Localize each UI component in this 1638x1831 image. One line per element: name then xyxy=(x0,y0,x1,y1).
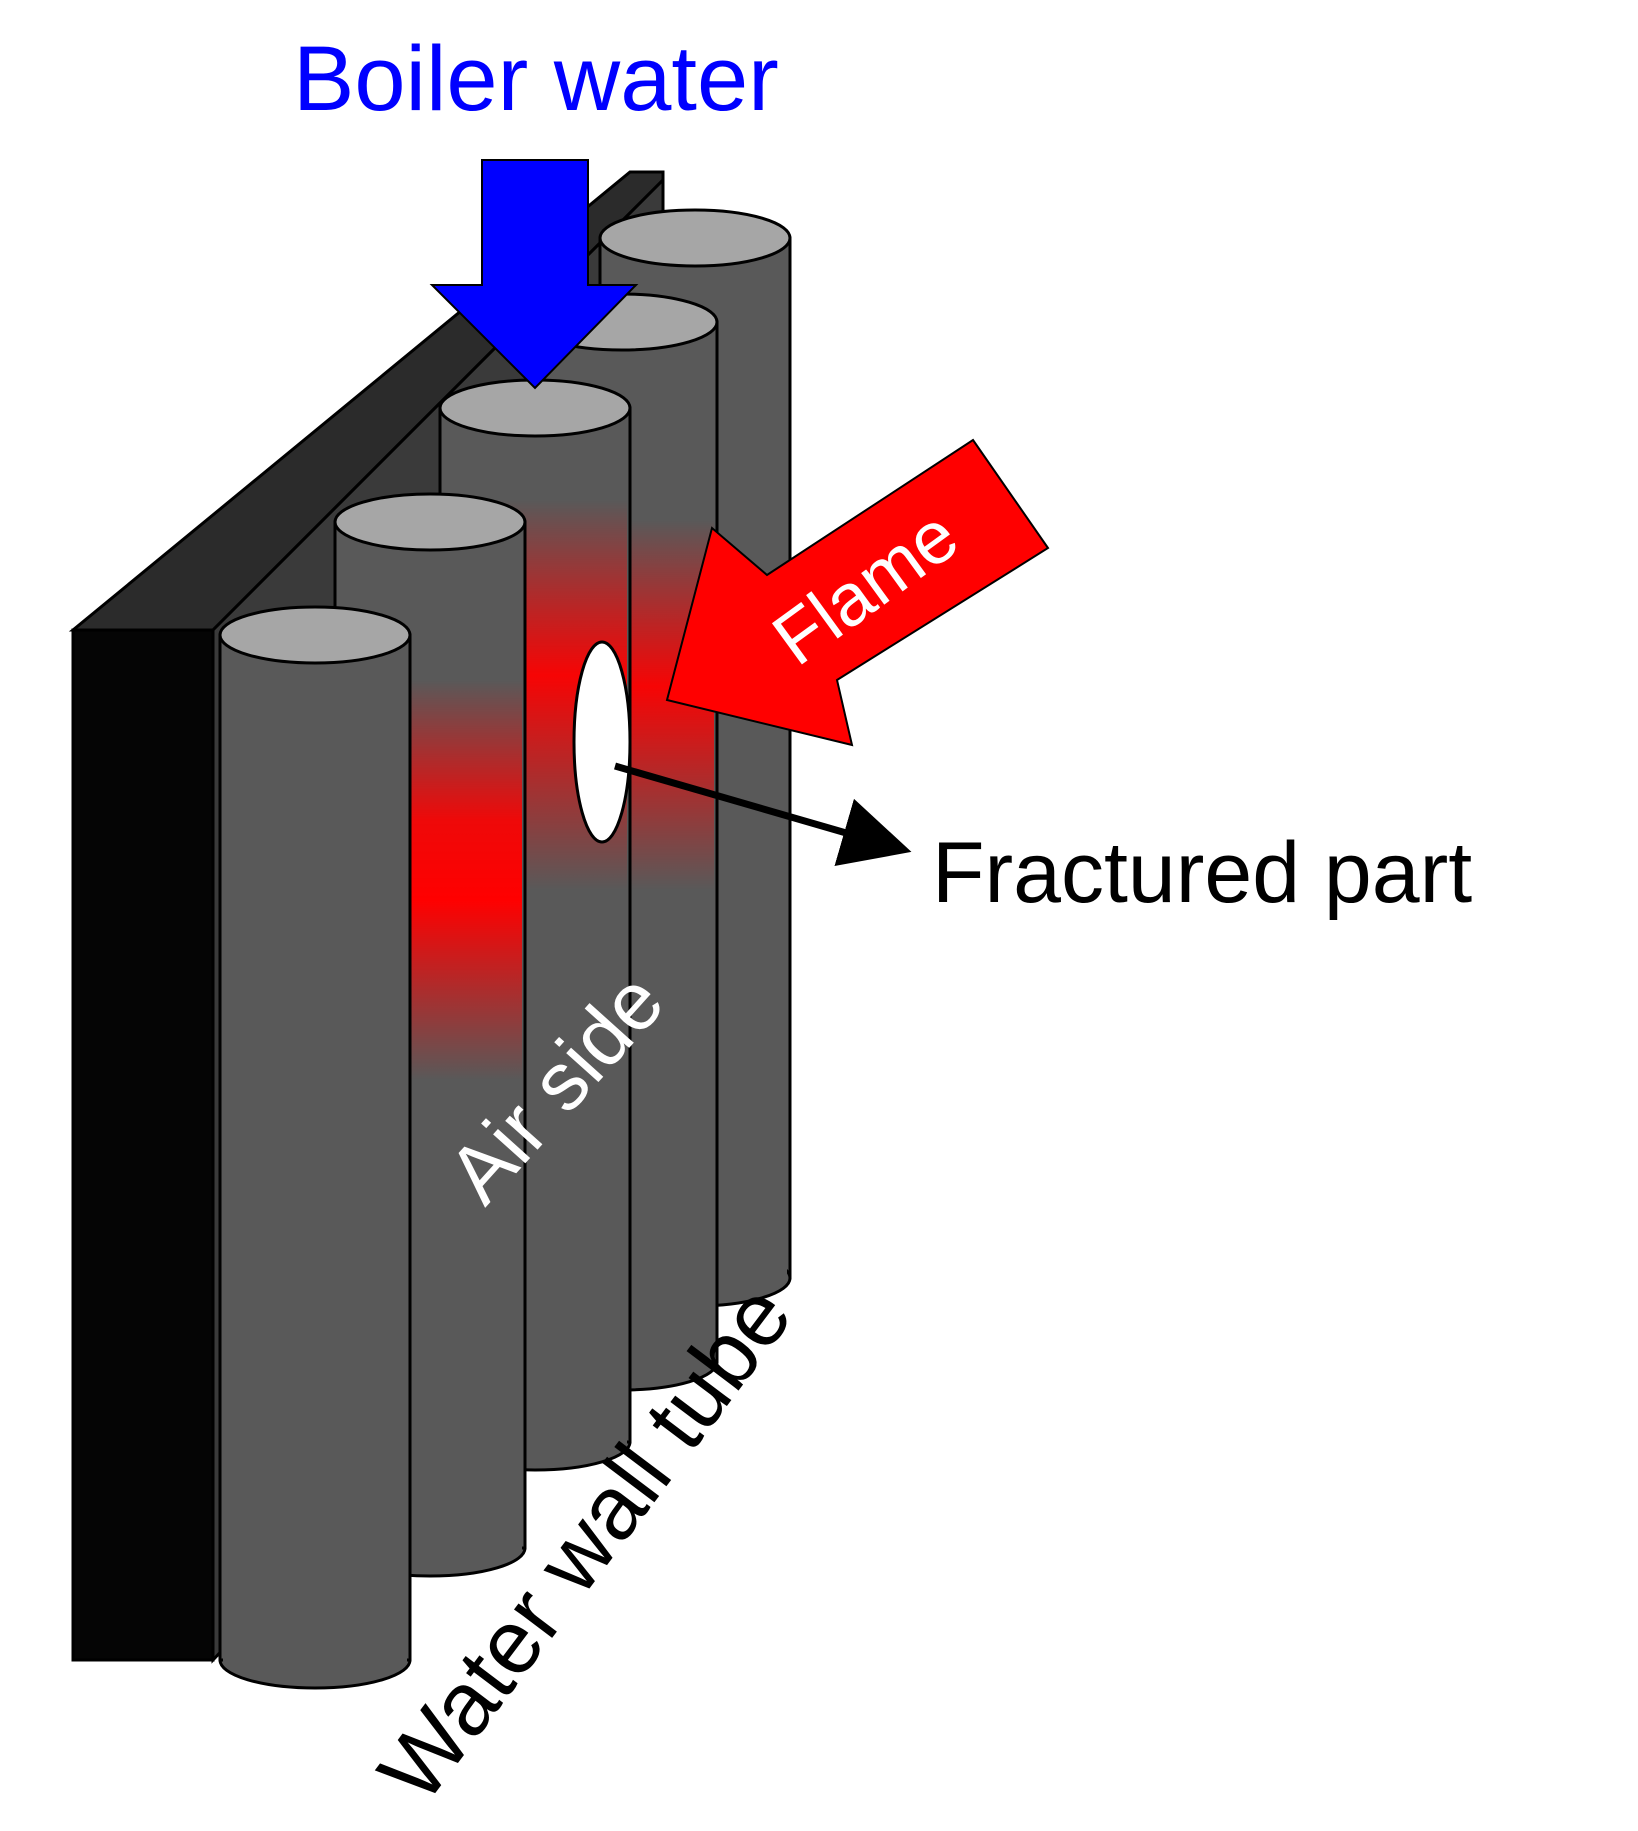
tube-2-top xyxy=(333,492,527,552)
tube-5-top xyxy=(598,208,792,268)
boiler-water-arrow xyxy=(429,159,639,390)
flame-arrow xyxy=(665,438,1050,747)
boiler-water-label: Boiler water xyxy=(293,28,779,130)
fractured-part-hole xyxy=(572,640,632,844)
fractured-part-pointer xyxy=(614,762,912,867)
tube-1-top xyxy=(218,605,412,665)
tube-1 xyxy=(218,605,412,1690)
wall-front-face xyxy=(71,628,215,1662)
fractured-part-label: Fractured part xyxy=(932,825,1472,921)
